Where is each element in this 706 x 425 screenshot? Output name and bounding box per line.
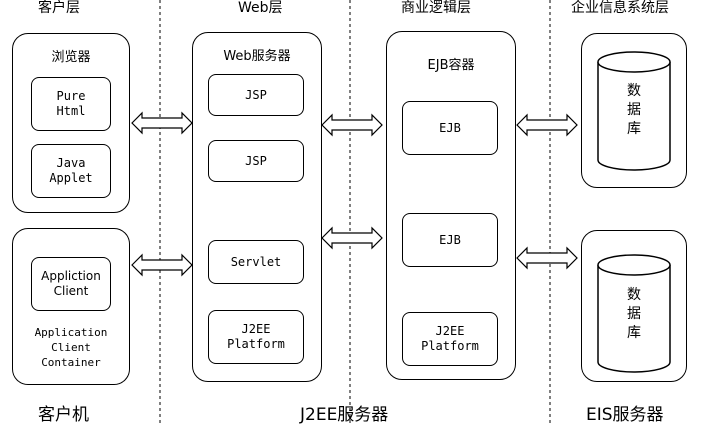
database-cylinder-2	[597, 254, 671, 373]
ejb-container-title: EJB容器	[427, 58, 475, 73]
tier-title-client: 客户层	[38, 0, 80, 16]
footer-j2ee-server: J2EE服务器	[300, 405, 389, 425]
footer-eis-server: EIS服务器	[586, 405, 664, 425]
web-platform-box: J2EE Platform	[208, 310, 304, 364]
tier-title-business: 商业逻辑层	[401, 0, 471, 16]
database-label-1: 数 据 库	[627, 83, 641, 137]
browser-title: 浏览器	[51, 50, 91, 65]
app-client-container-label: Application Client Container	[34, 326, 108, 369]
servlet-box: Servlet	[208, 240, 304, 284]
ejb-box-2: EJB	[402, 213, 498, 267]
jsp-box-2: JSP	[208, 140, 304, 182]
ejb-box-1: EJB	[402, 101, 498, 155]
tier-title-eis: 企业信息系统层	[571, 0, 669, 16]
database-cylinder-1	[597, 51, 671, 171]
web-server-title: Web服务器	[223, 49, 291, 64]
app-client-box: Appliction Client	[31, 257, 111, 311]
jsp-box-1: JSP	[208, 74, 304, 116]
pure-html-box: Pure Html	[31, 77, 111, 131]
footer-client-machine: 客户机	[38, 405, 89, 425]
ejb-platform-box: J2EE Platform	[402, 312, 498, 366]
java-applet-box: Java Applet	[31, 144, 111, 198]
database-label-2: 数 据 库	[627, 287, 641, 341]
tier-title-web: Web层	[238, 0, 283, 16]
